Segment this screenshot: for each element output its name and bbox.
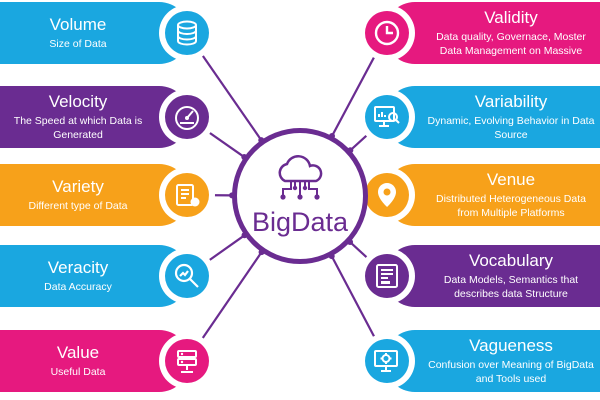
- variety-icon-badge: [159, 167, 215, 223]
- vocabulary-title: Vocabulary: [468, 251, 554, 270]
- variety-title: Variety: [52, 177, 104, 196]
- hub-title: BigData: [251, 206, 349, 237]
- value-icon-badge: [159, 333, 215, 389]
- magnifier-chart-icon: [165, 254, 209, 298]
- variety-subtitle: Different type of Data: [28, 200, 128, 212]
- veracity-title: Veracity: [47, 258, 109, 277]
- monitor-search-icon: [365, 95, 409, 139]
- value-title: Value: [56, 343, 100, 362]
- venue-icon-badge: [359, 167, 415, 223]
- velocity-subtitle: The Speed at which Data is Generated: [13, 115, 143, 141]
- cloud-network-icon: [278, 154, 323, 200]
- venue-subtitle: Distributed Heterogeneous Data from Mult…: [435, 193, 586, 219]
- data-types-icon: [165, 173, 209, 217]
- validity-icon-badge: [359, 5, 415, 61]
- database-icon: [165, 11, 209, 55]
- speedometer-icon: [165, 95, 209, 139]
- vagueness-title: Vagueness: [469, 336, 553, 355]
- monitor-gear-icon: [365, 339, 409, 383]
- server-icon: [165, 339, 209, 383]
- validity-subtitle: Data quality, Governace, Moster Data Man…: [436, 31, 586, 57]
- velocity-title: Velocity: [48, 92, 108, 111]
- vocabulary-subtitle: Data Models, Semantics that describes da…: [443, 274, 579, 300]
- velocity-icon-badge: [159, 89, 215, 145]
- clock-icon: [365, 11, 409, 55]
- veracity-icon-badge: [159, 248, 215, 304]
- location-pin-icon: [365, 173, 409, 217]
- variability-subtitle: Dynamic, Evolving Behavior in Data Sourc…: [427, 115, 595, 141]
- variability-title: Variability: [474, 92, 548, 111]
- volume-title: Volume: [49, 15, 107, 34]
- volume-icon-badge: [159, 5, 215, 61]
- veracity-subtitle: Data Accuracy: [44, 281, 112, 293]
- value-subtitle: Useful Data: [50, 366, 106, 378]
- variability-icon-badge: [359, 89, 415, 145]
- vagueness-icon-badge: [359, 333, 415, 389]
- vagueness-subtitle: Confusion over Meaning of BigData and To…: [428, 359, 594, 385]
- validity-title: Validity: [484, 8, 538, 27]
- bigdata-hub: BigData: [232, 128, 368, 264]
- venue-title: Venue: [486, 170, 536, 189]
- volume-subtitle: Size of Data: [49, 38, 107, 50]
- vocabulary-icon-badge: [359, 248, 415, 304]
- document-icon: [365, 254, 409, 298]
